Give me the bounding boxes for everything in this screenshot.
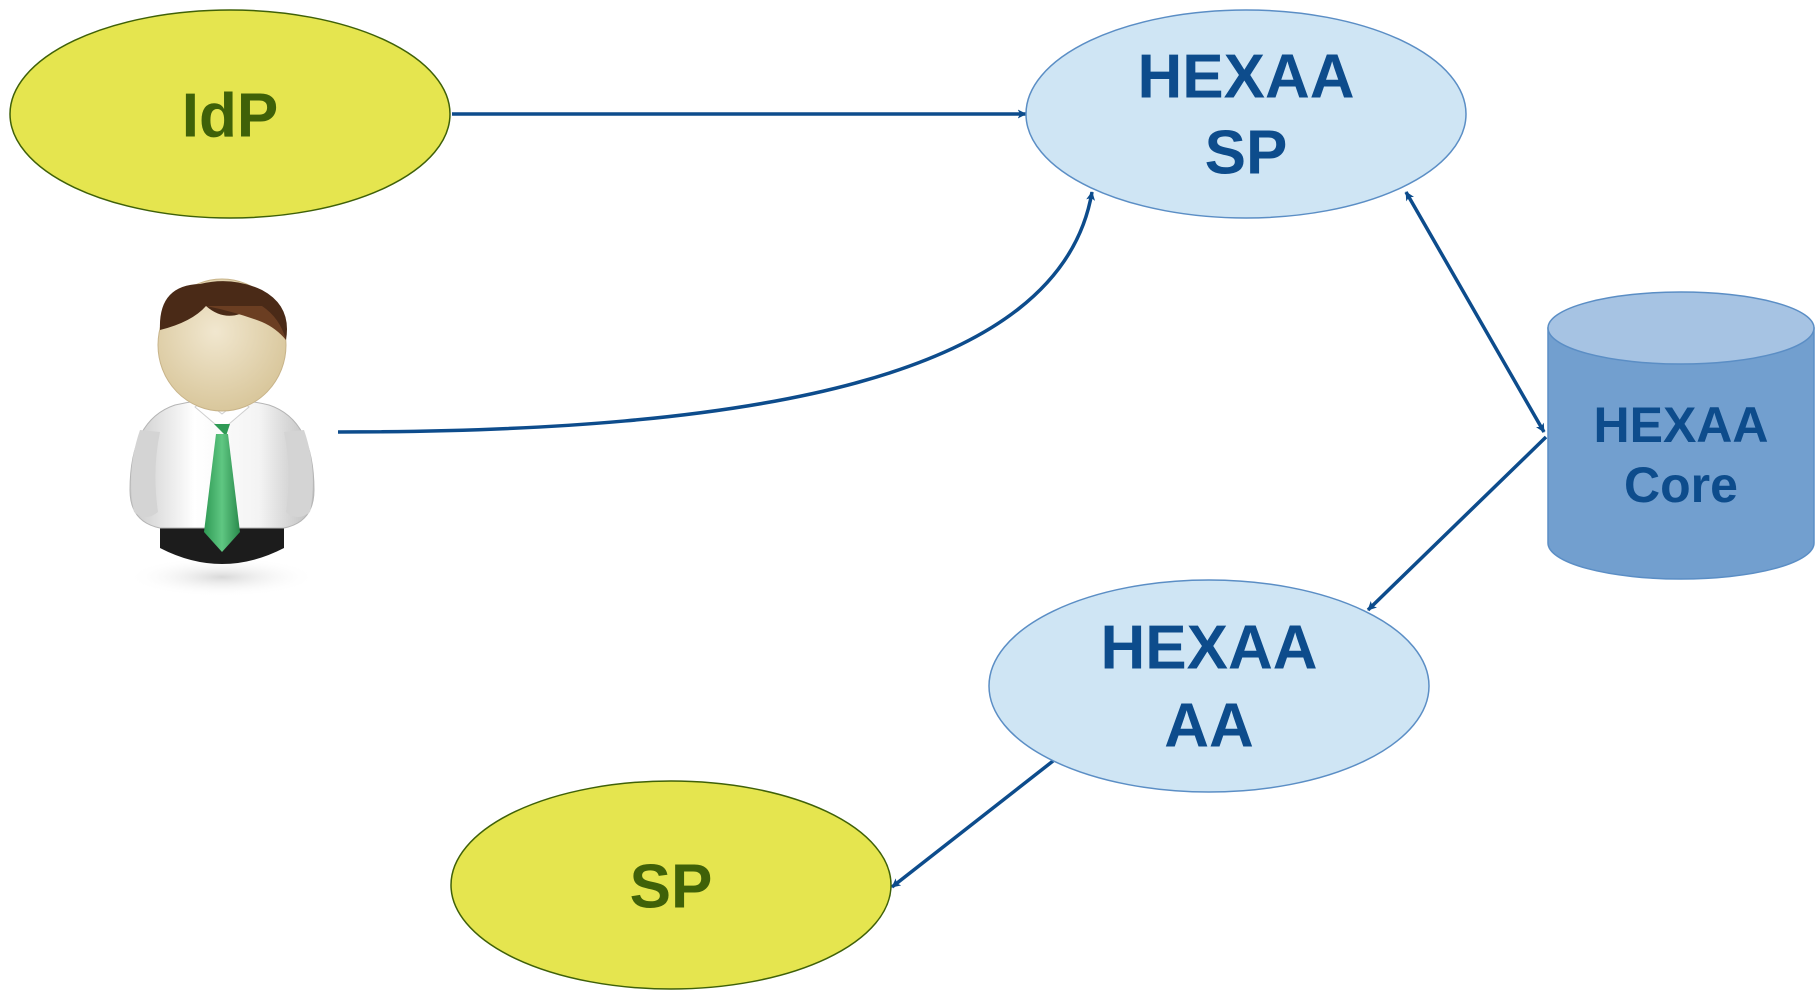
hexaa-core-label-line2: Core <box>1624 457 1738 513</box>
hexaa-aa-label-line1: HEXAA <box>1100 614 1317 683</box>
edge-user-to-hexaa-sp <box>337 191 1096 434</box>
node-hexaa-core: HEXAA Core <box>1547 291 1815 580</box>
person-icon <box>127 278 317 597</box>
hexaa-core-body <box>1547 327 1815 580</box>
idp-label: IdP <box>182 82 278 151</box>
hexaa-sp-label-line2: SP <box>1205 119 1288 188</box>
edge-hexaa-sp-to-hexaa-core <box>1404 191 1546 433</box>
node-hexaa-sp: HEXAA SP <box>1025 9 1467 219</box>
edge-hexaa-aa-to-sp <box>890 759 1055 889</box>
hexaa-aa-ellipse <box>988 579 1430 793</box>
sp-label: SP <box>630 853 713 922</box>
edge-hexaa-core-to-hexaa-aa <box>1366 435 1548 612</box>
hexaa-core-top <box>1547 291 1815 365</box>
node-sp: SP <box>450 780 892 990</box>
node-idp: IdP <box>9 9 451 219</box>
idp-ellipse <box>9 9 451 219</box>
edges <box>337 109 1548 889</box>
sp-ellipse <box>450 780 892 990</box>
hexaa-core-label-line1: HEXAA <box>1593 397 1768 453</box>
hexaa-sp-ellipse <box>1025 9 1467 219</box>
hexaa-aa-label-line2: AA <box>1164 692 1254 761</box>
hexaa-sp-label-line1: HEXAA <box>1137 43 1354 112</box>
node-hexaa-aa: HEXAA AA <box>988 579 1430 793</box>
